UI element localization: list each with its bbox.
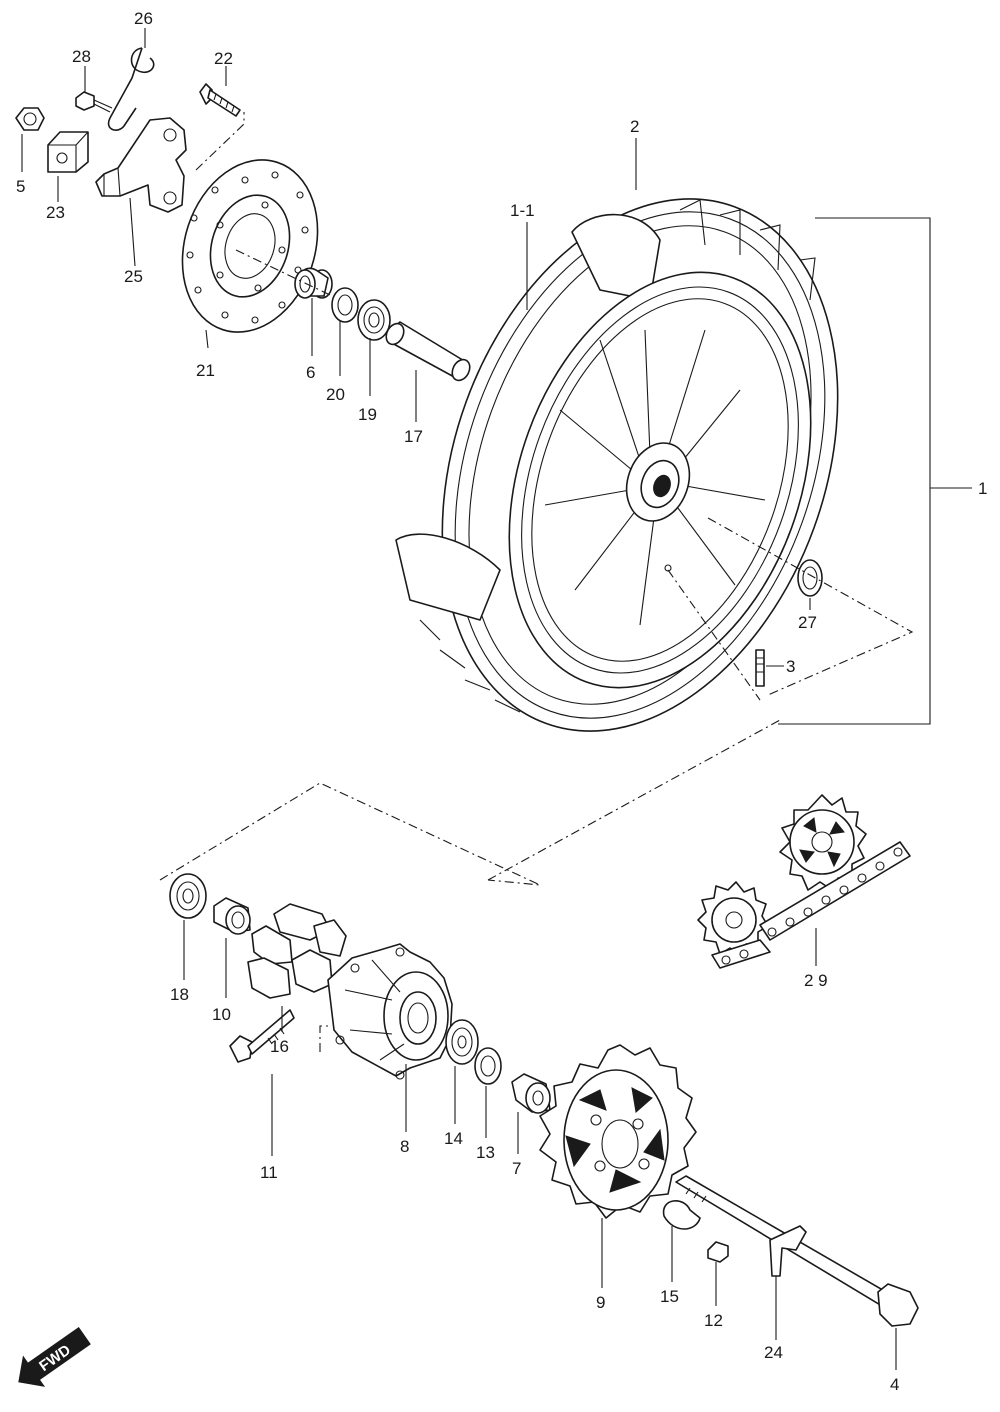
label-12: 12: [704, 1311, 723, 1330]
hub-8: [327, 943, 453, 1080]
label-3: 3: [786, 657, 795, 676]
label-19: 19: [358, 405, 377, 424]
sprocket-chain-set-29: [697, 794, 911, 969]
label-27: 27: [798, 613, 817, 632]
label-15: 15: [660, 1287, 679, 1306]
collar-6: [294, 267, 333, 299]
collar-7: [511, 1073, 551, 1114]
seal-20: [331, 287, 359, 323]
spacer-block-23: [47, 131, 89, 173]
label-13: 13: [476, 1143, 495, 1162]
rim-1-1: [508, 271, 812, 689]
label-18: 18: [170, 985, 189, 1004]
label-22: 22: [214, 49, 233, 68]
nut-5: [15, 107, 45, 131]
label-25: 25: [124, 267, 143, 286]
label-23: 23: [46, 203, 65, 222]
lock-washer-15: [662, 1200, 701, 1230]
label-11: 11: [260, 1163, 278, 1182]
label-20: 20: [326, 385, 345, 404]
label-6: 6: [306, 363, 315, 382]
label-17: 17: [404, 427, 423, 446]
seal-27: [797, 559, 823, 597]
bolt-28: [75, 91, 113, 113]
label-14: 14: [444, 1129, 463, 1148]
label-16: 16: [270, 1037, 289, 1056]
bearing-19: [357, 299, 391, 341]
label-10: 10: [212, 1005, 231, 1024]
brake-disc-21: [181, 159, 319, 333]
nut-12: [707, 1241, 729, 1263]
label-1: 1: [978, 479, 987, 498]
label-26: 26: [134, 9, 153, 28]
caliper-bracket-25: [95, 117, 187, 213]
bearing-14: [445, 1019, 479, 1065]
label-9: 9: [596, 1293, 605, 1312]
collar-10: [213, 897, 251, 935]
bearing-18: [169, 873, 207, 919]
seal-13: [474, 1047, 502, 1085]
label-28: 28: [72, 47, 91, 66]
bolt-22: [199, 83, 241, 117]
chain-adjuster-24: [769, 1225, 807, 1277]
spring-clip-26: [107, 47, 155, 131]
label-29: 2 9: [804, 971, 828, 990]
fwd-arrow: FWD: [18, 1327, 91, 1387]
callout-labels: 26 28 22 5 23 25 21 6 20 19 17 1-1 2 1 2…: [16, 9, 987, 1394]
reference-lines: [159, 112, 914, 1052]
driven-sprocket-9: [539, 1044, 697, 1219]
label-7: 7: [512, 1159, 521, 1178]
label-8: 8: [400, 1137, 409, 1156]
leader-lines: [21, 28, 972, 1370]
label-24: 24: [764, 1343, 783, 1362]
label-4: 4: [890, 1375, 899, 1394]
label-5: 5: [16, 177, 25, 196]
distance-collar-17: [385, 321, 471, 382]
label-21: 21: [196, 361, 215, 380]
label-2: 2: [630, 117, 639, 136]
label-1-1: 1-1: [510, 201, 535, 220]
valve-3: [755, 649, 765, 687]
